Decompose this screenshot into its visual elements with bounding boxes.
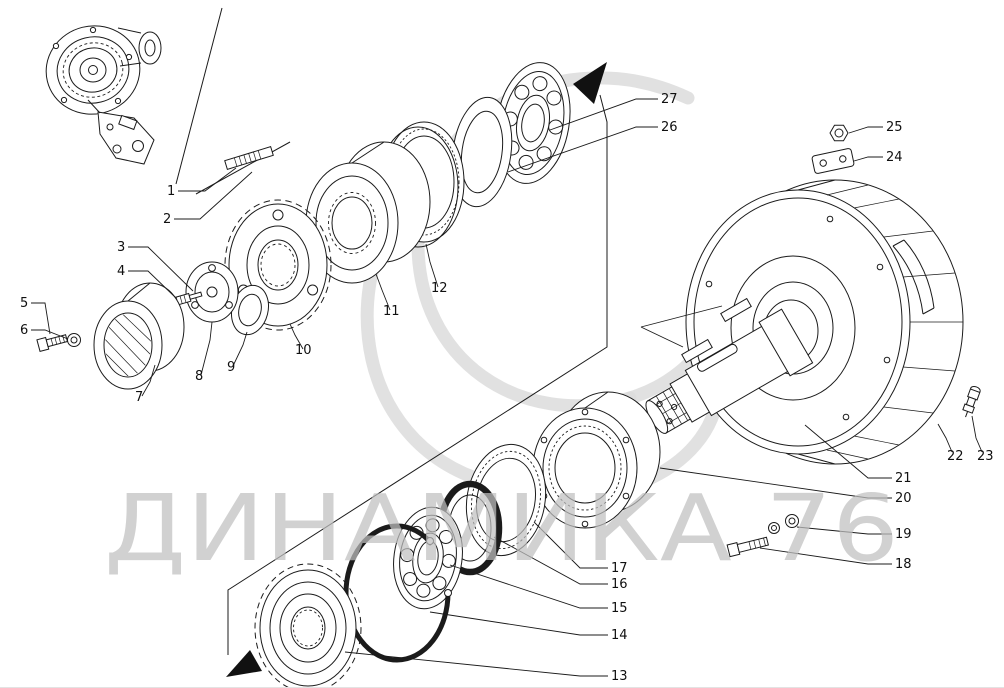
part-26-ring [451,96,513,208]
key-2 [720,297,752,323]
part-5-bolt [36,334,69,353]
part-18-bolt [726,536,769,558]
part-25-nut [829,124,849,142]
inset-cylinder [138,31,162,65]
leader-5 [31,302,51,335]
leader-7 [141,364,156,397]
assembly-direction-arrow-top [573,62,607,104]
callout-4: 4 [117,264,125,279]
leader-20 [659,467,892,499]
callout-3: 3 [117,240,125,255]
callout-2: 2 [163,212,171,227]
callout-11: 11 [383,304,400,319]
callout-16: 16 [611,577,628,592]
callout-23: 23 [977,449,994,464]
leader-13 [344,651,608,677]
leader-22 [937,423,953,453]
leader-9 [232,331,248,367]
leader-18 [759,547,892,565]
leader-21 [804,424,892,479]
leader-26 [507,126,658,173]
leader-24 [853,156,883,162]
part-7-cover [93,282,185,390]
part-11-hub-drum [305,141,431,284]
assembly-direction-arrow-bottom [226,650,262,677]
callout-9: 9 [227,360,235,375]
part-19-washers [768,514,799,534]
leader-2 [174,171,253,220]
callout-19: 19 [895,527,912,542]
leader-14 [429,611,608,636]
part-stud-1-2 [224,146,274,170]
inset-assembly [45,25,162,165]
part-23-grease-fitting [962,385,981,418]
leader-1 [178,167,237,192]
callout-1: 1 [167,184,175,199]
leader-19 [796,526,892,535]
part-24-lock-plate [811,148,855,174]
part-21-shaft [645,308,814,434]
leader-lines [31,98,983,677]
leader-23 [971,415,983,453]
callout-14: 14 [611,628,628,643]
cover-hatching [105,314,151,376]
callout-26: 26 [661,120,678,135]
leader-11 [375,273,391,311]
callout-27: 27 [661,92,678,107]
callout-13: 13 [611,669,628,684]
watermark-text: ДИНАМИКА 76 [104,475,899,582]
callout-8: 8 [195,369,203,384]
part-22-drum [685,179,964,465]
callout-22: 22 [947,449,964,464]
drum-rim-hatching [826,184,963,460]
leader-3 [128,246,194,292]
part-17-ring [465,443,547,557]
callout-6: 6 [20,323,28,338]
callout-20: 20 [895,491,912,506]
part-15-ball-bearing [393,506,463,610]
part-13-gear [254,563,362,687]
gear-10-teeth [224,199,332,331]
part-9-washer-ring [231,284,269,336]
callout-18: 18 [895,557,912,572]
leader-27 [549,98,658,131]
leader-12 [425,243,439,288]
shaft-keyway [696,343,738,372]
leader-15 [449,564,608,609]
leader-6 [31,329,69,340]
callout-12: 12 [431,281,448,296]
callout-24: 24 [886,150,903,165]
part-20-hub [532,391,661,529]
callout-21: 21 [895,471,912,486]
callout-25: 25 [886,120,903,135]
part-6-washer [67,333,81,347]
callout-15: 15 [611,601,628,616]
callout-labels: 1 2 3 4 5 6 7 8 9 10 11 12 13 14 15 16 1… [20,92,994,684]
leader-8 [200,321,213,376]
leader-10 [289,323,304,350]
leader-25 [848,126,883,134]
callout-17: 17 [611,561,628,576]
callout-7: 7 [135,390,143,405]
callout-10: 10 [295,343,312,358]
leader-4 [128,270,177,299]
part-8-flange-plate [185,261,239,323]
shaft-keys [640,297,752,364]
leader-16 [493,536,608,585]
section-boundary-lines [175,7,608,677]
leader-17 [533,521,608,569]
callout-5: 5 [20,296,28,311]
gear-13-teeth [254,563,362,687]
key-1 [681,338,713,364]
